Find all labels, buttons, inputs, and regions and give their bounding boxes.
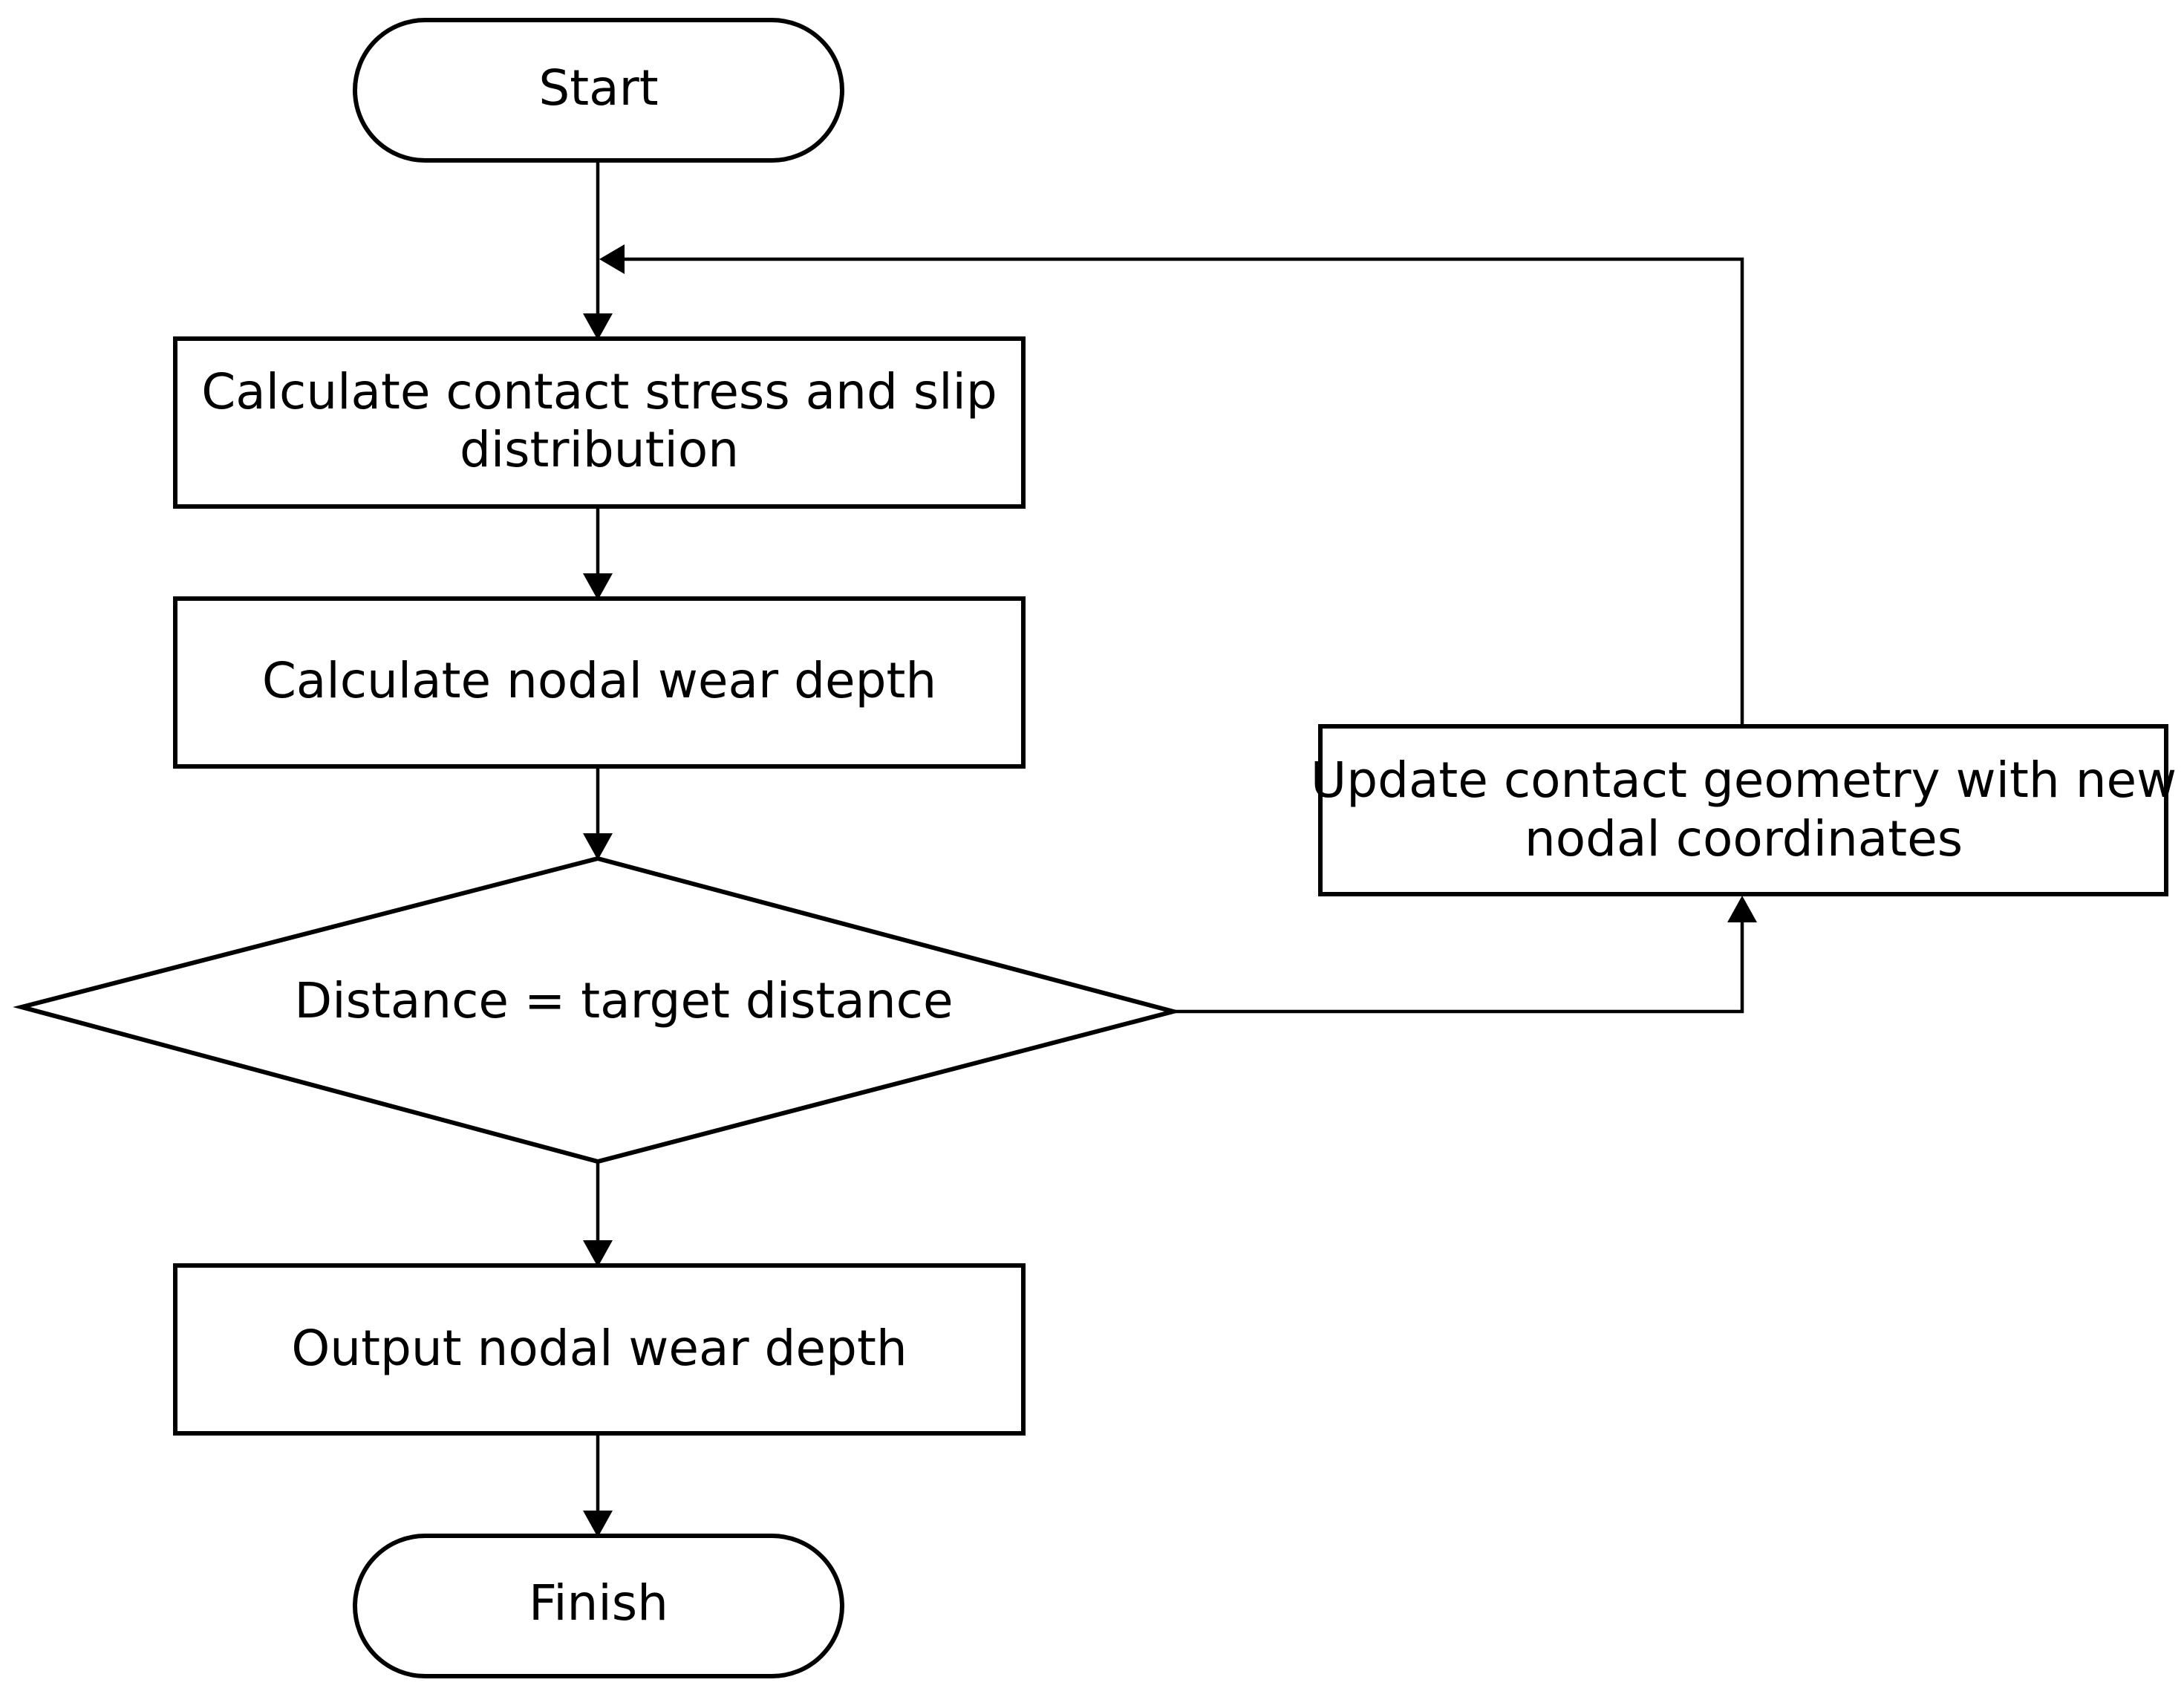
finish-label: Finish	[529, 1574, 668, 1632]
connector-decision-to-update	[1173, 922, 1744, 1014]
connectors	[583, 160, 1757, 1537]
output-process: Output nodal wear depth	[173, 1263, 1026, 1436]
arrowhead-loop-entry	[599, 244, 625, 274]
arrowhead-stress	[583, 313, 613, 340]
arrowhead-output	[583, 1240, 613, 1267]
arrowhead-update	[1727, 896, 1757, 922]
calc-stress-label-line2: distribution	[460, 421, 739, 478]
output-label: Output nodal wear depth	[291, 1320, 907, 1377]
calc-stress-process: Calculate contact stress and slip distri…	[173, 336, 1026, 509]
update-geometry-process: Update contact geometry with new nodal c…	[1311, 724, 2177, 896]
finish-node: Finish	[353, 1534, 844, 1678]
start-node: Start	[353, 18, 844, 163]
calc-stress-label-line1: Calculate contact stress and slip	[201, 363, 997, 420]
distance-decision: Distance = target distance	[13, 856, 1182, 1164]
arrowhead-decision	[583, 833, 613, 860]
update-geometry-label-line1: Update contact geometry with new	[1311, 752, 2177, 809]
calc-wear-label: Calculate nodal wear depth	[262, 652, 936, 709]
connector-loop-back	[625, 257, 1744, 726]
decision-label: Distance = target distance	[294, 972, 953, 1029]
calc-wear-process: Calculate nodal wear depth	[173, 596, 1026, 769]
update-geometry-label-line2: nodal coordinates	[1525, 810, 1963, 867]
start-label: Start	[538, 59, 658, 117]
arrowhead-wear	[583, 573, 613, 600]
arrowhead-finish	[583, 1511, 613, 1537]
